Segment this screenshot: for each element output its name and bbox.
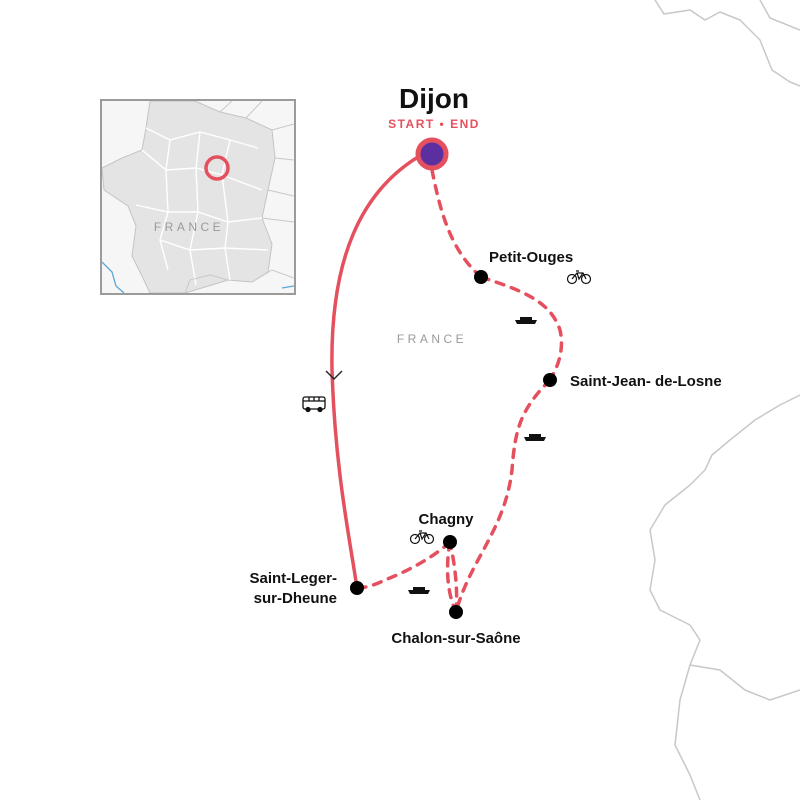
city-label-chalon-sur-saone: Chalon-sur-Saône [391,630,520,647]
inset-country-label: FRANCE [154,220,224,234]
country-borders [649,0,800,800]
stop-marker-chalon-sur-saone[interactable] [449,605,463,619]
route-leg-petit-ouges-saint-jean [479,275,564,382]
city-label-saint-leger-line2: sur-Dheune [254,590,337,607]
boat-icon [524,434,546,441]
route-leg-saint-jean-chalon [454,378,552,614]
direction-chevron-icon [325,370,343,380]
boat-icon [408,587,430,594]
city-label-dijon: Dijon [399,83,469,114]
city-label-saint-jean-de-losne: Saint-Jean- de-Losne [570,373,722,390]
stop-marker-chagny[interactable] [443,535,457,549]
start-end-tag: START • END [388,117,480,131]
stop-marker-petit-ouges[interactable] [474,270,488,284]
bus-icon [302,396,326,413]
stop-marker-saint-jean-de-losne[interactable] [543,373,557,387]
route-leg-chagny-saint-leger [355,540,452,590]
route-leg-bus [330,152,425,590]
inset-map: FRANCE [100,99,296,295]
inset-location-marker [204,155,230,181]
country-label: FRANCE [397,332,467,346]
city-label-chagny: Chagny [418,511,474,528]
bicycle-icon [566,270,592,285]
city-label-saint-leger-line1: Saint-Leger- [249,570,337,587]
city-label-petit-ouges: Petit-Ouges [489,249,573,266]
route-leg-dijon-petit-ouges [430,168,483,279]
stop-marker-saint-leger-sur-dheune[interactable] [350,581,364,595]
bicycle-icon [409,530,435,545]
boat-icon [515,317,537,324]
start-end-marker[interactable] [415,137,449,171]
